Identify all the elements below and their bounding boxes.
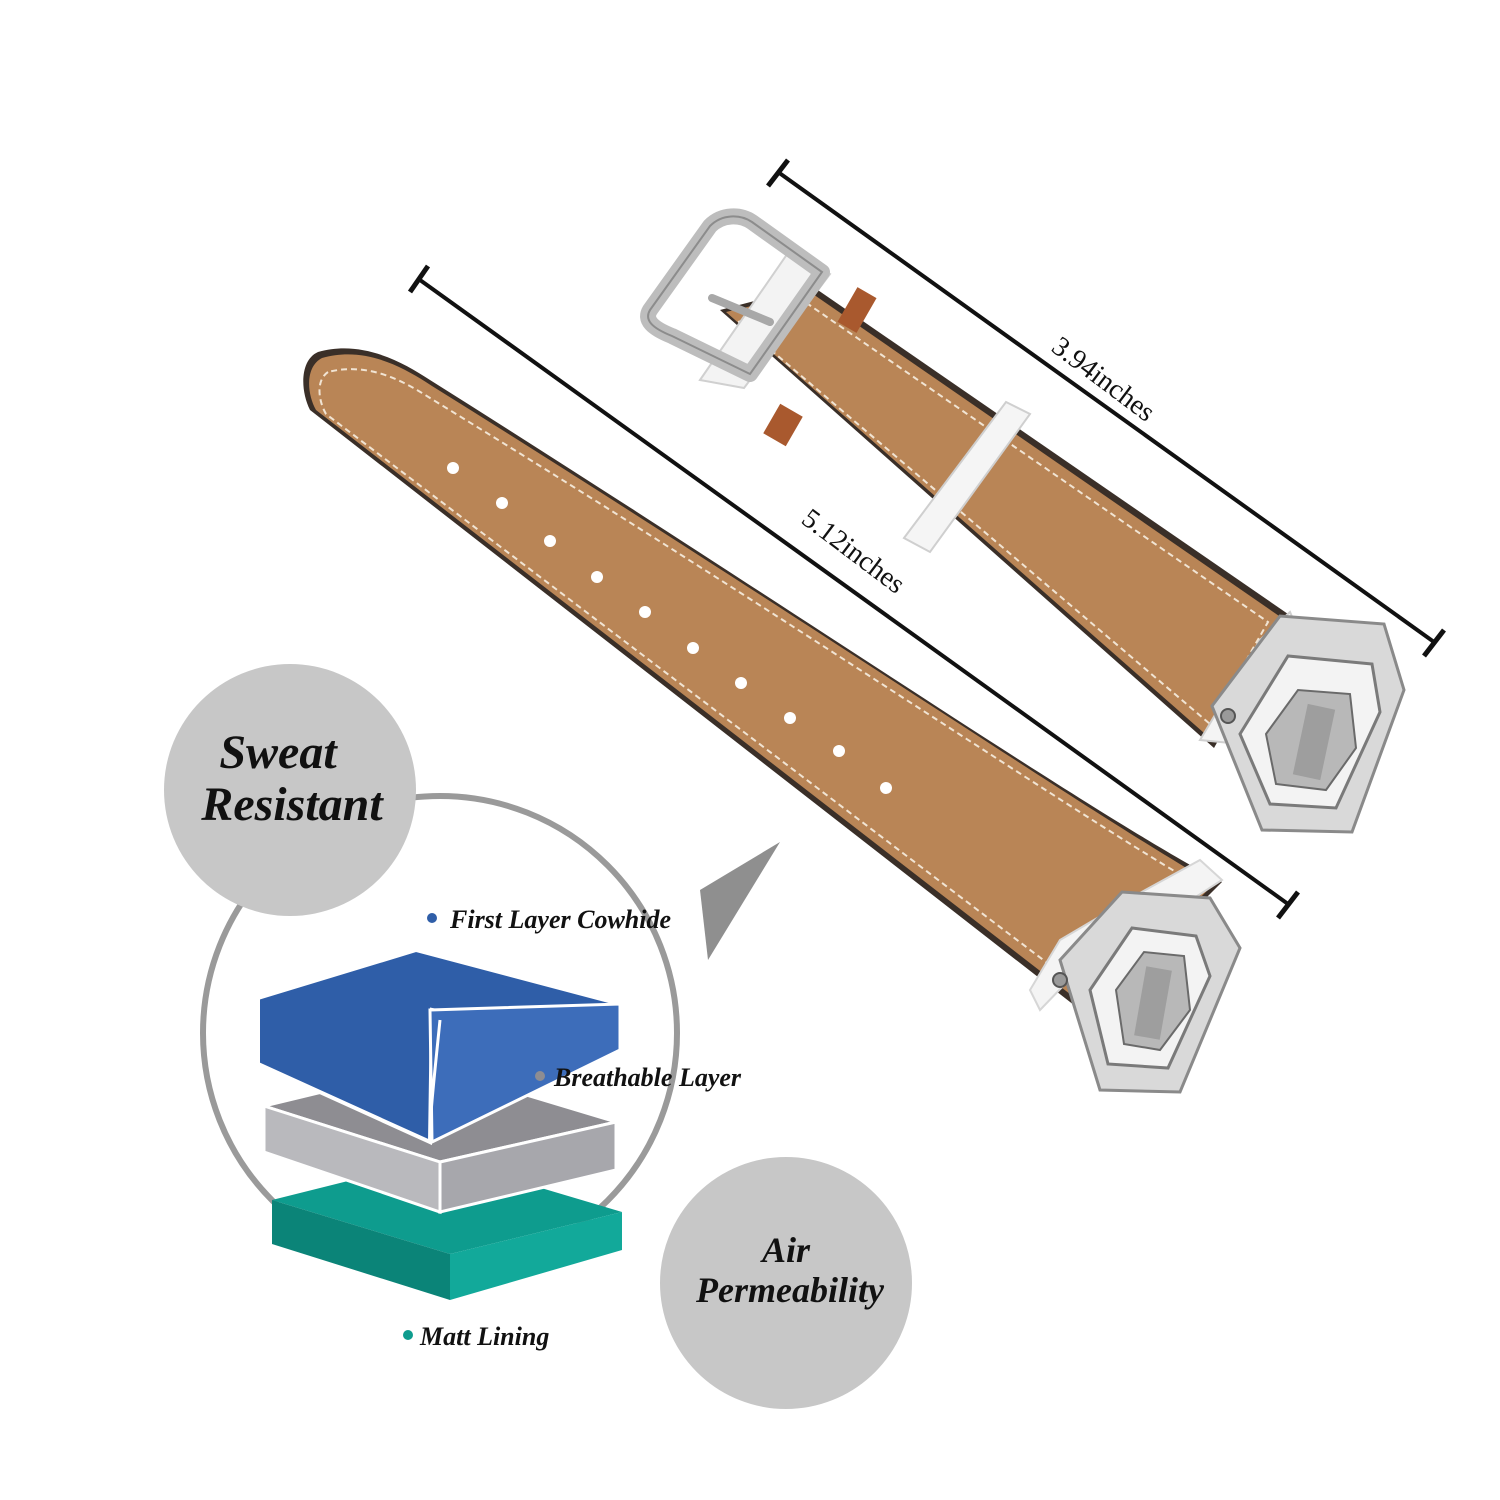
sweat-resistant-badge: Sweat Resistant: [164, 664, 416, 916]
air-line2: Permeability: [695, 1270, 885, 1310]
long-strap-length: 5.12inches: [796, 503, 911, 600]
label-matt-lining: Matt Lining: [419, 1322, 549, 1351]
layer-stack: [256, 947, 622, 1300]
speech-pointer: [700, 842, 780, 960]
sweat-line1: Sweat: [219, 726, 338, 779]
short-strap-length: 3.94inches: [1046, 331, 1161, 428]
label-breathable: Breathable Layer: [553, 1063, 742, 1092]
label-first-layer: First Layer Cowhide: [449, 905, 671, 934]
cowhide-dot-icon: [427, 913, 437, 923]
buckle: [640, 208, 830, 382]
short-strap: [640, 208, 1406, 834]
air-line1: Air: [760, 1230, 811, 1270]
matt-dot-icon: [403, 1330, 413, 1340]
breathable-dot-icon: [535, 1071, 545, 1081]
layer-labels: First Layer Cowhide Breathable Layer Mat…: [403, 905, 742, 1351]
long-strap-connector: [1052, 890, 1242, 1094]
air-permeability-badge: Air Permeability: [656, 1153, 916, 1413]
strap-keeper: [902, 400, 1032, 554]
strap-holes: [447, 462, 892, 794]
long-strap: [303, 348, 1242, 1094]
short-strap-connector: [1210, 614, 1406, 834]
sweat-line2: Resistant: [200, 778, 384, 831]
